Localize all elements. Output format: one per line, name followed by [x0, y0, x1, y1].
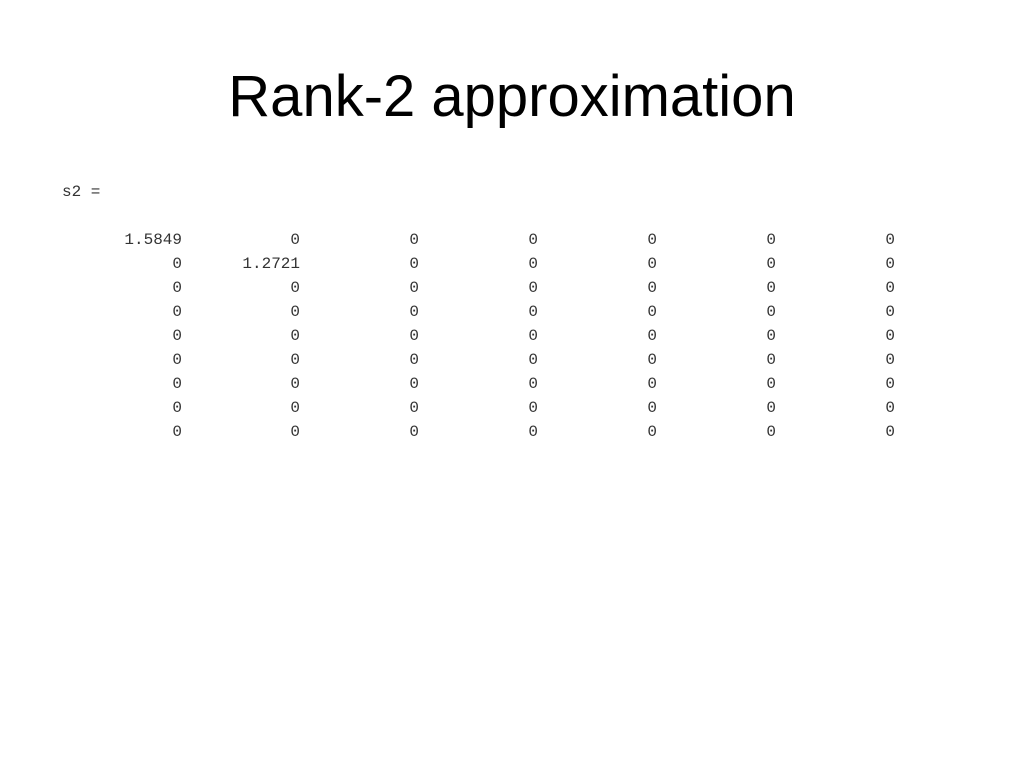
matrix-cell: 0	[766, 399, 776, 417]
matrix-cell: 0	[766, 375, 776, 393]
matrix-cell: 0	[647, 351, 657, 369]
matrix-cell: 0	[885, 303, 895, 321]
matrix-cell: 0	[290, 399, 300, 417]
matrix-cell: 0	[885, 423, 895, 441]
matrix-cell: 0	[885, 327, 895, 345]
matrix-cell: 0	[647, 423, 657, 441]
matrix-cell: 0	[885, 399, 895, 417]
matrix-cell: 0	[409, 399, 419, 417]
matrix-cell: 0	[528, 399, 538, 417]
matrix-cell: 0	[290, 279, 300, 297]
matrix-cell: 0	[766, 255, 776, 273]
matrix-cell: 1.5849	[124, 231, 182, 249]
matrix-cell: 0	[290, 303, 300, 321]
matrix-cell: 0	[290, 423, 300, 441]
matrix-cell: 0	[528, 255, 538, 273]
matrix-cell: 0	[409, 351, 419, 369]
matrix-cell: 0	[409, 423, 419, 441]
matrix-cell: 0	[766, 327, 776, 345]
matrix-cell: 0	[409, 255, 419, 273]
matrix-cell: 0	[409, 327, 419, 345]
matrix-cell: 0	[885, 279, 895, 297]
matrix-cell: 0	[528, 351, 538, 369]
matrix-cell: 0	[647, 255, 657, 273]
matrix-cell: 0	[409, 303, 419, 321]
matrix-cell: 0	[172, 423, 182, 441]
matrix-cell: 0	[290, 327, 300, 345]
matrix-cell: 0	[528, 231, 538, 249]
matrix-cell: 0	[885, 375, 895, 393]
matrix-cell: 0	[885, 231, 895, 249]
matrix-cell: 0	[409, 231, 419, 249]
matrix-cell: 0	[647, 279, 657, 297]
matrix-cell: 0	[172, 327, 182, 345]
matrix-cell: 0	[528, 303, 538, 321]
matrix-cell: 0	[172, 303, 182, 321]
matrix-cell: 0	[290, 231, 300, 249]
matrix-cell: 0	[885, 255, 895, 273]
matrix-cell: 0	[528, 279, 538, 297]
matrix-cell: 0	[528, 375, 538, 393]
matrix-cell: 0	[647, 399, 657, 417]
matrix-cell: 0	[766, 279, 776, 297]
matrix-cell: 0	[290, 351, 300, 369]
matrix-cell: 0	[528, 327, 538, 345]
matrix-cell: 0	[172, 375, 182, 393]
matrix-cell: 0	[172, 399, 182, 417]
matlab-output: s2 = 1.5849 0 0 0 0 0 0 0 1.2721 0 0 0 0 0 0 0 0 0 0 0 0 0 0 0 0…	[62, 180, 895, 441]
matrix-cell: 0	[647, 327, 657, 345]
matrix-cell: 0	[409, 279, 419, 297]
matrix-cell: 0	[647, 231, 657, 249]
variable-assignment-line: s2 =	[62, 183, 101, 201]
matrix-cell: 0	[172, 279, 182, 297]
slide-title: Rank-2 approximation	[228, 64, 796, 129]
matrix-cell: 0	[647, 303, 657, 321]
matrix-cell: 0	[290, 375, 300, 393]
matrix-cell: 0	[172, 255, 182, 273]
matrix-cell: 0	[885, 351, 895, 369]
matrix-cell: 0	[528, 423, 538, 441]
matrix-cell: 0	[766, 303, 776, 321]
matrix-cell: 0	[766, 231, 776, 249]
matrix-cell: 0	[647, 375, 657, 393]
matrix-cell: 1.2721	[242, 255, 300, 273]
matrix-cell: 0	[766, 351, 776, 369]
matrix-cell: 0	[409, 375, 419, 393]
matrix-cell: 0	[172, 351, 182, 369]
matrix-cell: 0	[766, 423, 776, 441]
